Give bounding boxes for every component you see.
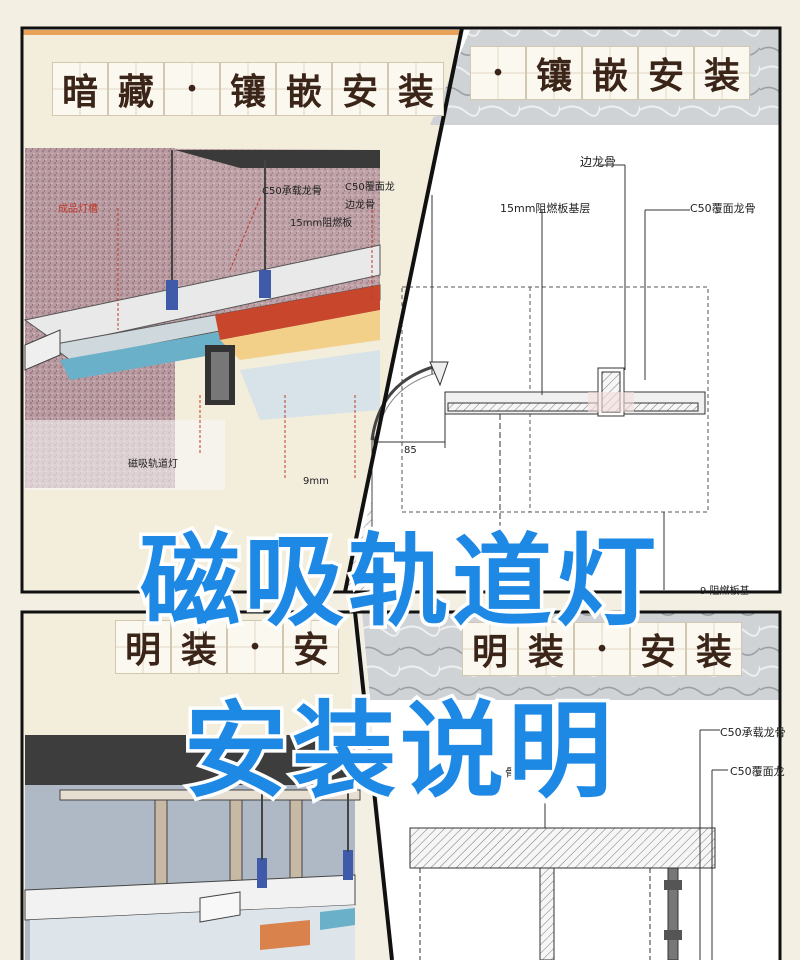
title-char: 装 <box>694 46 750 100</box>
label-track-light: 磁吸轨道灯 <box>128 459 178 470</box>
title-char: · <box>227 620 283 674</box>
label-section-bottom-partial: 9 阻燃板基 <box>700 586 750 597</box>
divider-bottom <box>353 611 394 960</box>
label-finished-trough: 成品灯槽 <box>58 204 98 215</box>
title-char: 嵌 <box>582 46 638 100</box>
label-section-c50-cover: C50覆面龙骨 <box>690 202 756 215</box>
label-9mm: 9mm <box>303 476 329 487</box>
title-char: 装 <box>171 620 227 674</box>
divider-top <box>343 27 464 593</box>
panel-bottom-left <box>22 612 361 960</box>
title-char: 嵌 <box>276 62 332 116</box>
label-edge-keel: 边龙骨 <box>345 200 375 211</box>
title-char: 安 <box>332 62 388 116</box>
label-c50-load-keel: C50承载龙骨 <box>262 186 322 197</box>
title-char: 安 <box>630 622 686 676</box>
headline-line-2: 安装说明 <box>180 687 616 816</box>
label-c50-cover-keel: C50覆面龙 <box>345 182 395 193</box>
title-char: 安 <box>638 46 694 100</box>
label-section-edge-keel: 边龙骨 <box>580 155 617 169</box>
title-top-left: 暗 藏 · 镶 嵌 安 装 <box>52 62 444 116</box>
title-char: 镶 <box>526 46 582 100</box>
label-section-base-layer: 15mm阻燃板基层 <box>500 202 591 215</box>
title-char: · <box>574 622 630 676</box>
title-char: 明 <box>115 620 171 674</box>
title-char: 镶 <box>220 62 276 116</box>
title-char: 藏 <box>108 62 164 116</box>
label-dimension-85: 85 <box>404 445 417 456</box>
title-char: 暗 <box>52 62 108 116</box>
title-char: 明 <box>462 622 518 676</box>
title-top-right: · 镶 嵌 安 装 <box>470 46 750 100</box>
label-fireboard: 15mm阻燃板 <box>290 218 353 229</box>
label-bottom-c50-cover: C50覆面龙 <box>730 765 785 778</box>
label-bottom-keel-partial: 骨 <box>505 766 516 779</box>
title-char: 装 <box>686 622 742 676</box>
headline-line-1: 磁吸轨道灯 <box>137 520 660 644</box>
title-char: 安 <box>283 620 339 674</box>
title-char: 装 <box>518 622 574 676</box>
label-bottom-c50-load: C50承载龙骨 <box>720 726 786 739</box>
panel-top-left <box>22 30 462 590</box>
title-bottom-left: 明 装 · 安 <box>115 620 339 674</box>
title-char: 装 <box>388 62 444 116</box>
title-bottom-right: 明 装 · 安 装 <box>462 622 742 676</box>
title-char: · <box>470 46 526 100</box>
title-char: · <box>164 62 220 116</box>
